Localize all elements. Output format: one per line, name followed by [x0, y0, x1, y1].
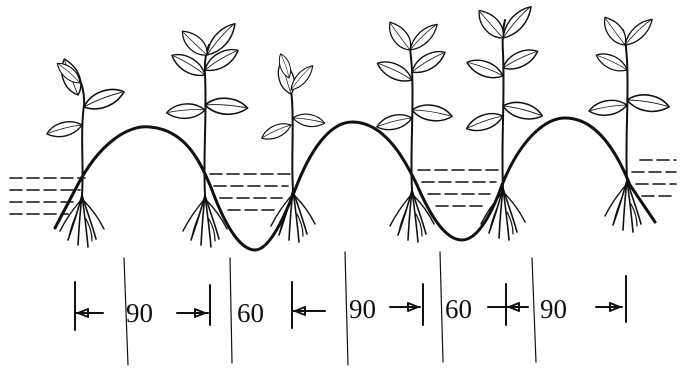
spacing-label-3: 90: [349, 294, 376, 324]
reference-lines: [124, 252, 536, 365]
spacing-label-4: 60: [445, 294, 472, 324]
plant-5: [465, 5, 545, 240]
plant-2: [166, 24, 249, 247]
water-lines-furrow-1: [210, 174, 292, 210]
water-lines-right: [632, 160, 676, 196]
spacing-label-2: 60: [237, 298, 264, 328]
plant-4: [375, 18, 454, 242]
spacing-label-5: 90: [540, 294, 567, 324]
spacing-label-1: 90: [126, 298, 153, 328]
dimension-3: [390, 284, 423, 325]
plant-1: [45, 57, 126, 247]
dimension-4: [488, 284, 528, 325]
water-lines: [10, 160, 676, 214]
plant-6: [588, 13, 671, 232]
soil-profile: [55, 118, 655, 250]
dimension-2: [292, 282, 325, 328]
dimension-5: [596, 276, 626, 322]
water-lines-furrow-2: [418, 170, 500, 206]
